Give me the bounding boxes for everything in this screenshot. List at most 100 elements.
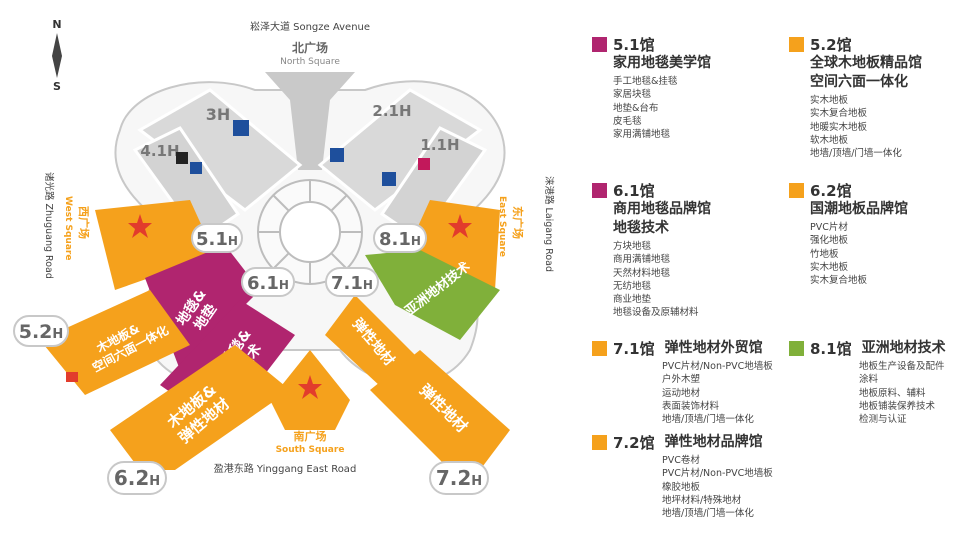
list-item: PVC卷材: [662, 455, 700, 466]
east-square: [405, 200, 500, 290]
legend-71: 7.1馆弹性地材外贸馆 PVC片材/Non-PVC地墙板 户外木塑 运动地材 表…: [592, 338, 773, 426]
list-item: 涂料: [859, 374, 879, 386]
hall-52h: 木地板&空间六面一体化: [40, 290, 190, 395]
compass-south: S: [53, 80, 61, 93]
legend-title: 商用地毯品牌馆: [613, 201, 711, 217]
hall-label-81h: 8.1H: [373, 223, 427, 253]
west-square-en: West Square: [63, 196, 73, 260]
list-item: 地垫&台布: [613, 102, 659, 114]
color-swatch: [592, 36, 607, 52]
legend-code: 5.2馆: [810, 35, 852, 54]
list-item: PVC片材/Non-PVC地墙板: [662, 361, 773, 372]
color-swatch: [592, 340, 607, 356]
list-item: 户外木塑: [662, 374, 701, 386]
hall-label-71h: 7.1H: [325, 267, 379, 297]
list-item: 地坪材料/特殊地材: [662, 494, 742, 506]
legend-items: 地板生产设备及配件 涂料 地板原料、辅料 地板铺装保养技术 检测与认证: [859, 360, 946, 426]
street-west: 诸光路 Zhuguang Road: [43, 172, 55, 279]
north-square-en: North Square: [280, 57, 340, 67]
hall-11h-label: 1.1H: [420, 136, 459, 154]
legend-72: 7.2馆弹性地材品牌馆 PVC卷材 PVC片材/Non-PVC地墙板 橡胶地板 …: [592, 432, 773, 520]
star-icon: [128, 214, 152, 238]
list-item: 表面装饰材料: [662, 400, 720, 412]
list-item: 家用满铺地毯: [613, 129, 671, 141]
list-item: 地暖实木地板: [810, 121, 868, 133]
list-item: 商业地垫: [613, 294, 652, 306]
west-square-cn: 西广场: [77, 206, 91, 239]
hall-label-51h: 5.1H: [191, 223, 243, 253]
hall-label-62h: 6.2H: [107, 461, 167, 495]
list-item: 实木复合地板: [810, 108, 868, 120]
color-swatch: [592, 434, 607, 450]
list-item: PVC片材/Non-PVC地墙板: [662, 468, 773, 480]
list-item: 软木地板: [810, 134, 849, 146]
hall-label-72h: 7.2H: [429, 461, 489, 495]
list-item: 地板铺装保养技术: [859, 400, 936, 412]
svg-text:7.1H: 7.1H: [331, 273, 373, 294]
legend-title: 全球木地板精品馆: [810, 55, 922, 71]
color-swatch: [789, 182, 804, 198]
legend-61: 6.1馆 商用地毯品牌馆 地毯技术 方块地毯 商用满铺地毯 天然材料地毯 无纺地…: [592, 180, 711, 320]
legend-title: 家用地毯美学馆: [613, 55, 711, 71]
east-square-en: East Square: [497, 196, 507, 257]
svg-text:8.1H: 8.1H: [379, 229, 421, 250]
hall-label-52h: 5.2H: [13, 315, 69, 347]
list-item: 皮毛毯: [613, 115, 642, 127]
legend-title: 亚洲地材技术: [861, 340, 946, 356]
color-swatch: [789, 36, 804, 52]
list-item: 实木地板: [810, 261, 849, 273]
svg-text:6.2H: 6.2H: [114, 466, 160, 490]
legend-items: PVC片材 强化地板 竹地板 实木地板 实木复合地板: [810, 221, 908, 287]
list-item: 方块地毯: [613, 241, 652, 252]
legend-items: 实木地板 实木复合地板 地暖实木地板 软木地板 地墙/顶墙/门墙一体化: [810, 94, 922, 160]
exhibitor-logo-icon: [330, 148, 344, 162]
list-item: 检测与认证: [859, 414, 907, 426]
hall-81h: 亚洲地材技术: [365, 250, 500, 340]
legend-items: PVC片材/Non-PVC地墙板 户外木塑 运动地材 表面装饰材料 地墙/顶墙/…: [662, 360, 773, 426]
list-item: 地墙/顶墙/门墙一体化: [662, 508, 754, 520]
hall-21h-label: 2.1H: [372, 102, 411, 120]
legend-code: 8.1馆: [810, 339, 852, 358]
list-item: 地板生产设备及配件: [859, 361, 945, 372]
compass: N S: [52, 18, 62, 93]
list-item: 家居块毯: [613, 89, 652, 101]
list-item: PVC片材: [810, 222, 848, 233]
hall-3h-label: 3H: [206, 105, 231, 124]
compass-north: N: [52, 18, 61, 31]
exhibitor-logo-icon: [190, 162, 202, 174]
exhibitor-logo-icon: [382, 172, 396, 186]
legend-51: 5.1馆 家用地毯美学馆 手工地毯&挂毯 家居块毯 地垫&台布 皮毛毯 家用满铺…: [592, 34, 711, 141]
list-item: 强化地板: [810, 235, 849, 247]
hall-label-61h: 6.1H: [241, 267, 295, 297]
legend-items: PVC卷材 PVC片材/Non-PVC地墙板 橡胶地板 地坪材料/特殊地材 地墙…: [662, 454, 773, 520]
east-square-cn: 东广场: [511, 206, 525, 239]
legend-code: 6.1馆: [613, 181, 655, 200]
south-square-cn: 南广场: [294, 429, 327, 443]
list-item: 实木复合地板: [810, 275, 868, 287]
legend-title: 弹性地材品牌馆: [664, 434, 763, 450]
color-swatch: [592, 182, 607, 198]
exhibitor-logo-icon: [233, 120, 249, 136]
list-item: 竹地板: [810, 248, 839, 260]
legend-items: 方块地毯 商用满铺地毯 天然材料地毯 无纺地毯 商业地垫 地毯设备及原辅材料: [613, 240, 711, 320]
list-item: 实木地板: [810, 95, 849, 106]
compass-needle-icon: [52, 33, 62, 78]
list-item: 天然材料地毯: [613, 267, 671, 279]
exhibitor-logo-icon: [66, 372, 78, 382]
star-icon: [298, 375, 322, 399]
list-item: 地毯设备及原辅材料: [613, 307, 699, 319]
list-item: 无纺地毯: [613, 280, 652, 292]
svg-text:6.1H: 6.1H: [247, 273, 289, 294]
hall-21h: 2.1H: [317, 88, 483, 212]
legend-code: 5.1馆: [613, 35, 655, 54]
legend-code: 7.1馆: [613, 339, 655, 358]
legend-title: 国潮地板品牌馆: [810, 201, 908, 217]
legend-62: 6.2馆 国潮地板品牌馆 PVC片材 强化地板 竹地板 实木地板 实木复合地板: [789, 180, 908, 287]
west-square: [95, 200, 215, 290]
list-item: 地板原料、辅料: [859, 387, 926, 399]
central-hub: [257, 179, 363, 285]
legend-title: 空间六面一体化: [810, 74, 908, 90]
legend-title: 弹性地材外贸馆: [664, 340, 763, 356]
south-square-en: South Square: [276, 445, 345, 455]
exhibitor-logo-icon: [418, 158, 430, 170]
